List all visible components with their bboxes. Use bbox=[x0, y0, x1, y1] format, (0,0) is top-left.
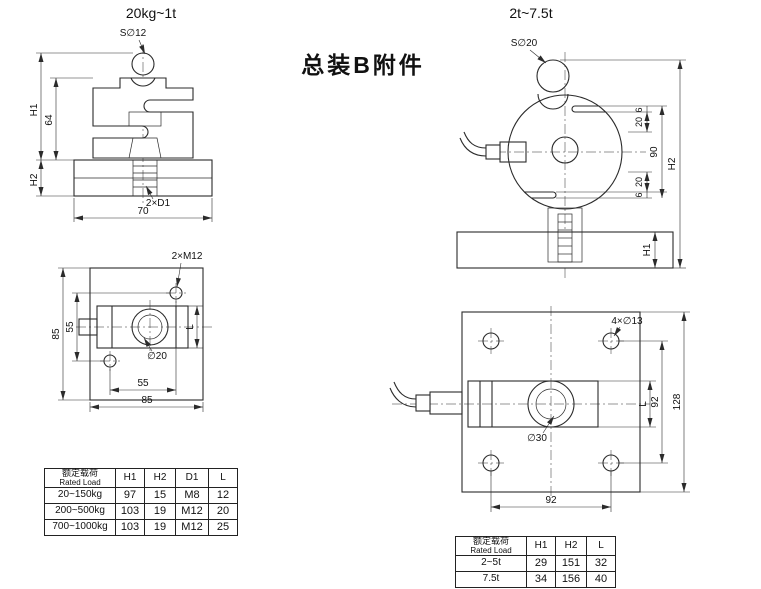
left-front-view: S∅12 H1 64 H2 2×D1 70 bbox=[29, 28, 213, 222]
cell-d1: M8 bbox=[175, 487, 209, 504]
table-row: 2~5t 29 151 32 bbox=[455, 555, 616, 572]
dim-85v-label: 85 bbox=[51, 328, 62, 340]
col-header-h1: H1 bbox=[115, 468, 145, 488]
right-front-view: S∅20 6 20 90 H2 20 6 H1 bbox=[456, 38, 686, 278]
col-header-l: L bbox=[208, 468, 238, 488]
dim-holes-label: 4×∅13 bbox=[611, 316, 643, 327]
range-label-left: 20kg~1t bbox=[125, 5, 177, 21]
right-plate-view: 4×∅13 ∅30 L 92 128 92 bbox=[389, 306, 690, 512]
cell-h1: 103 bbox=[115, 519, 145, 536]
dim-20-top-label: 20 bbox=[634, 117, 644, 127]
table-row: 200~500kg 103 19 M12 20 bbox=[44, 503, 238, 520]
cell-h2: 19 bbox=[144, 503, 176, 520]
page-title: 总装B附件 bbox=[301, 52, 425, 78]
dim-dia20-label: ∅20 bbox=[147, 351, 167, 362]
cell-h2: 15 bbox=[144, 487, 176, 504]
round-body bbox=[507, 94, 623, 210]
dim-m12-label: 2×M12 bbox=[172, 251, 203, 262]
dim-ball-label: S∅12 bbox=[120, 28, 147, 39]
col-header-rated-load: 额定载荷 Rated Load bbox=[44, 468, 116, 488]
cell-l: 20 bbox=[208, 503, 238, 520]
cell-h1: 34 bbox=[526, 571, 556, 588]
dim-90-label: 90 bbox=[649, 146, 660, 158]
col-header-rated-load: 额定载荷 Rated Load bbox=[455, 536, 527, 556]
rated-load-cn: 额定载荷 bbox=[61, 468, 98, 479]
cell-load: 20~150kg bbox=[44, 487, 116, 504]
dim-64-label: 64 bbox=[44, 114, 55, 126]
dim-dia30-label: ∅30 bbox=[527, 433, 547, 444]
cell-h2: 19 bbox=[144, 519, 176, 536]
dim-ball-label: S∅20 bbox=[511, 38, 538, 49]
dim-6-top-label: 6 bbox=[634, 107, 644, 112]
dim-h2-label: H2 bbox=[29, 173, 40, 186]
dim-128-label: 128 bbox=[672, 393, 683, 410]
dim-92h-label: 92 bbox=[545, 495, 557, 506]
dim-l-label: L bbox=[638, 401, 649, 407]
dim-thread-label: 2×D1 bbox=[146, 198, 171, 209]
dim-20-bot-label: 20 bbox=[634, 177, 644, 187]
dim-l-label: L bbox=[185, 324, 196, 330]
cell-h2: 156 bbox=[555, 571, 587, 588]
base-block bbox=[456, 231, 674, 269]
cell-h1: 97 bbox=[115, 487, 145, 504]
cell-load: 700~1000kg bbox=[44, 519, 116, 536]
dim-55v-label: 55 bbox=[65, 321, 76, 333]
table-header-row: 额定载荷 Rated Load H1 H2 D1 L bbox=[44, 468, 238, 488]
right-spec-table: 额定载荷 Rated Load H1 H2 L 2~5t 29 151 32 7… bbox=[455, 536, 616, 588]
col-header-d1: D1 bbox=[175, 468, 209, 488]
cell-h1: 103 bbox=[115, 503, 145, 520]
dim-70-label: 70 bbox=[137, 206, 149, 217]
cell-l: 12 bbox=[208, 487, 238, 504]
rated-load-cn: 额定载荷 bbox=[472, 536, 509, 547]
cell-h2: 151 bbox=[555, 555, 587, 572]
cable-gland bbox=[429, 391, 463, 415]
col-header-l: L bbox=[586, 536, 616, 556]
dim-92v-label: 92 bbox=[650, 396, 661, 408]
dim-h2-label: H2 bbox=[667, 157, 678, 170]
load-ball bbox=[536, 59, 570, 93]
cell-d1: M12 bbox=[175, 519, 209, 536]
col-header-h1: H1 bbox=[526, 536, 556, 556]
col-header-h2: H2 bbox=[555, 536, 587, 556]
mount-plate-outline bbox=[89, 267, 204, 401]
table-row: 7.5t 34 156 40 bbox=[455, 571, 616, 588]
rated-load-en: Rated Load bbox=[470, 545, 512, 555]
dim-55h-label: 55 bbox=[137, 378, 149, 389]
dim-h1-label: H1 bbox=[642, 243, 653, 256]
cell-d1: M12 bbox=[175, 503, 209, 520]
table-row: 20~150kg 97 15 M8 12 bbox=[44, 487, 238, 504]
rated-load-en: Rated Load bbox=[59, 477, 101, 487]
left-top-view: 2×M12 85 55 L ∅20 55 85 bbox=[51, 251, 212, 412]
col-header-h2: H2 bbox=[144, 468, 176, 488]
load-cell-body bbox=[92, 77, 194, 159]
left-spec-table: 额定载荷 Rated Load H1 H2 D1 L 20~150kg 97 1… bbox=[44, 468, 238, 536]
table-header-row: 额定载荷 Rated Load H1 H2 L bbox=[455, 536, 616, 556]
range-label-right: 2t~7.5t bbox=[509, 5, 553, 21]
cell-load: 200~500kg bbox=[44, 503, 116, 520]
cell-h1: 29 bbox=[526, 555, 556, 572]
cell-l: 32 bbox=[586, 555, 616, 572]
dim-6-bot-label: 6 bbox=[634, 192, 644, 197]
dim-85h-label: 85 bbox=[141, 395, 153, 406]
cell-l: 25 bbox=[208, 519, 238, 536]
cell-load: 2~5t bbox=[455, 555, 527, 572]
table-row: 700~1000kg 103 19 M12 25 bbox=[44, 519, 238, 536]
cell-l: 40 bbox=[586, 571, 616, 588]
cell-load: 7.5t bbox=[455, 571, 527, 588]
dim-h1-label: H1 bbox=[29, 103, 40, 116]
